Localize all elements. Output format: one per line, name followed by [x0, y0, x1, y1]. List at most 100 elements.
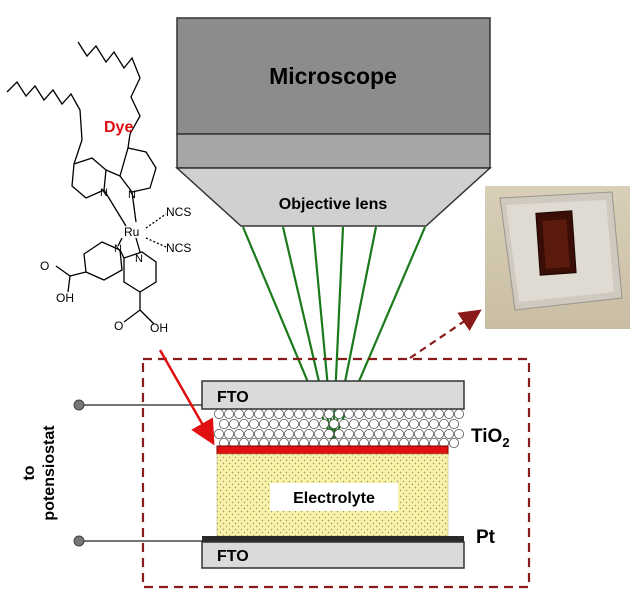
svg-text:OH: OH [150, 321, 168, 335]
tio2-particle [328, 418, 339, 429]
tio2-particle [383, 408, 394, 419]
tio2-particle [213, 428, 224, 439]
tio2-particle [283, 428, 294, 439]
tio2-particle [233, 408, 244, 419]
objective-lens [175, 167, 492, 227]
terminal-top [73, 399, 85, 411]
electrolyte-label: Electrolyte [293, 490, 375, 507]
pt-label: Pt [476, 527, 496, 548]
tio2-particle [433, 408, 444, 419]
svg-text:Ru: Ru [124, 225, 139, 239]
tio2-particle [433, 428, 444, 439]
tio2-particle [313, 408, 324, 419]
tio2-particle [363, 428, 374, 439]
tio2-particle [358, 418, 369, 429]
tio2-particle-layer [213, 408, 464, 448]
tio2-particle [243, 408, 254, 419]
tio2-particle [408, 418, 419, 429]
dye-arrow [158, 349, 215, 446]
tio2-particle [258, 418, 269, 429]
tio2-particle [373, 408, 384, 419]
tio2-particle [243, 428, 254, 439]
dye-layer [216, 445, 449, 455]
tio2-particle [293, 408, 304, 419]
tio2-label: TiO2 [471, 426, 510, 450]
tio2-particle [253, 428, 264, 439]
tio2-particle [443, 408, 454, 419]
tio2-particle [278, 418, 289, 429]
tio2-particle [233, 428, 244, 439]
tio2-particle [288, 418, 299, 429]
tio2-particle [323, 408, 334, 419]
cell-photo [485, 186, 630, 329]
tio2-particle [448, 437, 459, 448]
tio2-particle [293, 428, 304, 439]
tio2-particle [423, 408, 434, 419]
tio2-particle [213, 408, 224, 419]
tio2-particle [413, 408, 424, 419]
tio2-particle [428, 418, 439, 429]
fto-top-layer [201, 380, 465, 410]
svg-text:N: N [100, 187, 108, 199]
tio2-particle [313, 428, 324, 439]
tio2-particle [268, 418, 279, 429]
svg-text:potensiostat: potensiostat [41, 425, 58, 521]
tio2-particle [263, 428, 274, 439]
dye-label: Dye [104, 119, 133, 136]
svg-text:N: N [128, 189, 136, 201]
tio2-particle [403, 408, 414, 419]
tio2-particle [388, 418, 399, 429]
svg-text:N: N [114, 243, 122, 255]
tio2-particle [223, 408, 234, 419]
tio2-particle [218, 418, 229, 429]
svg-text:NCS: NCS [166, 241, 191, 255]
tio2-particle [353, 408, 364, 419]
tio2-particle [238, 418, 249, 429]
svg-text:OH: OH [56, 291, 74, 305]
cell-frame [141, 357, 531, 589]
tio2-particle [273, 428, 284, 439]
tio2-particle [453, 408, 464, 419]
tio2-particle [248, 418, 259, 429]
tio2-particle [308, 418, 319, 429]
svg-text:N: N [135, 253, 143, 265]
tio2-particle [273, 408, 284, 419]
fto-bottom-label: FTO [217, 548, 249, 565]
tio2-particle [253, 408, 264, 419]
tio2-particle [333, 408, 344, 419]
microscope-collar [176, 133, 491, 169]
tio2-particle [378, 418, 389, 429]
tio2-particle [443, 428, 454, 439]
svg-text:to: to [21, 465, 38, 480]
svg-text:NCS: NCS [166, 205, 191, 219]
tio2-particle [303, 428, 314, 439]
tio2-particle [303, 408, 314, 419]
pt-layer [202, 536, 464, 542]
tio2-particle [393, 428, 404, 439]
tio2-particle [353, 428, 364, 439]
tio2-particle [453, 428, 464, 439]
tio2-particle [298, 418, 309, 429]
fto-bottom-layer [201, 541, 465, 569]
microscope-label: Microscope [269, 63, 397, 89]
terminal-bottom [73, 535, 85, 547]
tio2-particle [438, 418, 449, 429]
svg-text:O: O [114, 319, 123, 333]
dye-molecule-labels: Dye N N Ru NCS NCS N N O OH O OH [40, 119, 191, 335]
photo-arrow [409, 309, 482, 359]
tio2-particle [393, 408, 404, 419]
tio2-particle [283, 408, 294, 419]
tio2-particle [403, 428, 414, 439]
fto-top-label: FTO [217, 389, 249, 406]
tio2-particle [263, 408, 274, 419]
dye-molecule [6, 41, 167, 325]
tio2-particle [348, 418, 359, 429]
tio2-particle [228, 418, 239, 429]
tio2-particle [323, 428, 334, 439]
tio2-particle [338, 418, 349, 429]
tio2-particle [398, 418, 409, 429]
tio2-particle [318, 418, 329, 429]
tio2-particle [448, 418, 459, 429]
